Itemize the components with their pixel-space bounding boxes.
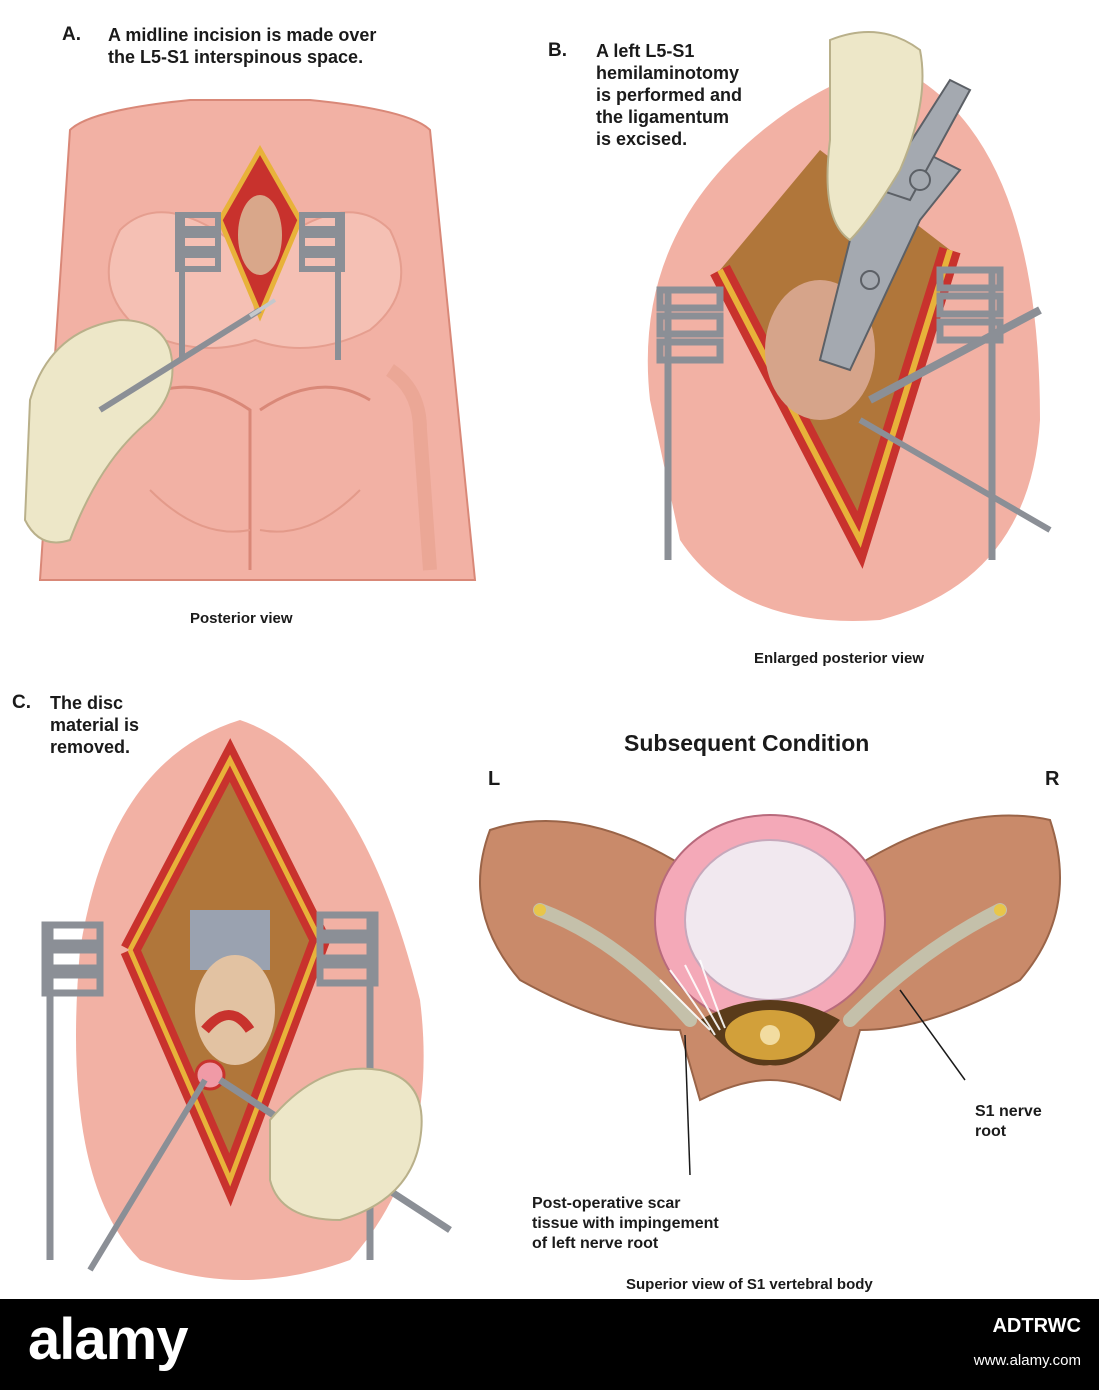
right-marker: R [1045, 768, 1060, 790]
panel-c-letter: C. [12, 692, 31, 713]
panel-c-illustration [41, 720, 452, 1280]
panel-a-letter: A. [62, 24, 81, 45]
panel-c-caption: The disc material is removed. [50, 693, 140, 757]
s1-nerve-root-label: S1 nerve root [975, 1103, 1042, 1140]
panel-b-illustration [647, 31, 1052, 621]
panel-b-letter: B. [548, 40, 567, 61]
footer-bar [0, 1299, 1099, 1390]
footer-url: www.alamy.com [973, 1352, 1081, 1369]
panel-a-caption: A midline incision is made over the L5-S… [108, 25, 377, 67]
panel-d-view-label: Superior view of S1 vertebral body [626, 1276, 873, 1293]
s1-vertebra-illustration [479, 814, 1061, 1176]
panel-a-illustration [23, 99, 477, 581]
panel-a-view-label: Posterior view [190, 610, 293, 627]
panel-d-title: Subsequent Condition [624, 730, 870, 756]
panel-b-view-label: Enlarged posterior view [754, 650, 925, 667]
brand-logo: alamy [28, 1307, 188, 1372]
left-marker: L [488, 768, 501, 790]
scar-tissue-label: Post-operative scar tissue with impingem… [532, 1195, 719, 1252]
panel-b-caption: A left L5-S1 hemilaminotomy is performed… [596, 41, 743, 149]
image-id: ADTRWC [992, 1315, 1081, 1337]
